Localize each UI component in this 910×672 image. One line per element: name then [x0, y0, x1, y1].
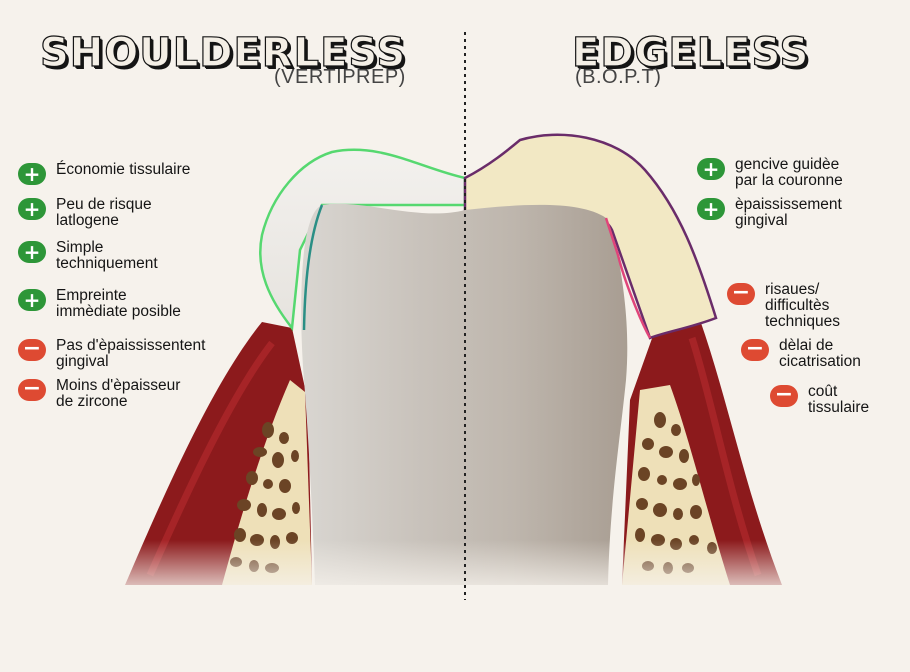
tooth-stump: [301, 204, 627, 585]
right-item-pro: + èpaississement gingival: [697, 197, 842, 229]
left-item-text: Empreinte immèdiate posible: [56, 288, 181, 320]
left-item-pro: + Peu de risque latlogene: [18, 197, 152, 229]
plus-circle-icon: +: [18, 198, 46, 220]
plus-circle-icon: +: [18, 163, 46, 185]
right-item-text: èpaississement gingival: [735, 197, 842, 229]
right-subtitle: (B.O.P.T): [575, 66, 661, 89]
left-item-con: − Pas d'èpaississentent gingival: [18, 338, 205, 370]
plus-circle-icon: +: [18, 241, 46, 263]
right-item-text: dèlai de cicatrisation: [779, 338, 861, 370]
plus-circle-icon: +: [697, 158, 725, 180]
minus-circle-icon: −: [770, 385, 798, 407]
right-item-con: − risaues/ difficultès techniques: [727, 282, 840, 330]
minus-circle-icon: −: [18, 339, 46, 361]
right-item-con: − coût tissulaire: [770, 384, 869, 416]
right-item-con: − dèlai de cicatrisation: [741, 338, 861, 370]
right-item-pro: + gencive guidèe par la couronne: [697, 157, 843, 189]
right-item-text: risaues/ difficultès techniques: [765, 282, 840, 330]
left-item-pro: + Économie tissulaire: [18, 162, 190, 185]
plus-circle-icon: +: [697, 198, 725, 220]
left-item-con: − Moins d'èpaisseur de zircone: [18, 378, 180, 410]
left-item-text: Moins d'èpaisseur de zircone: [56, 378, 180, 410]
minus-circle-icon: −: [727, 283, 755, 305]
minus-circle-icon: −: [741, 339, 769, 361]
left-subtitle: (VERTIPREP): [274, 66, 406, 89]
left-item-text: Pas d'èpaississentent gingival: [56, 338, 205, 370]
plus-circle-icon: +: [18, 289, 46, 311]
left-item-pro: + Empreinte immèdiate posible: [18, 288, 181, 320]
left-item-pro: + Simple techniquement: [18, 240, 158, 272]
left-item-text: Peu de risque latlogene: [56, 197, 152, 229]
left-item-text: Économie tissulaire: [56, 162, 190, 178]
right-item-text: coût tissulaire: [808, 384, 869, 416]
left-item-text: Simple techniquement: [56, 240, 158, 272]
right-item-text: gencive guidèe par la couronne: [735, 157, 843, 189]
minus-circle-icon: −: [18, 379, 46, 401]
